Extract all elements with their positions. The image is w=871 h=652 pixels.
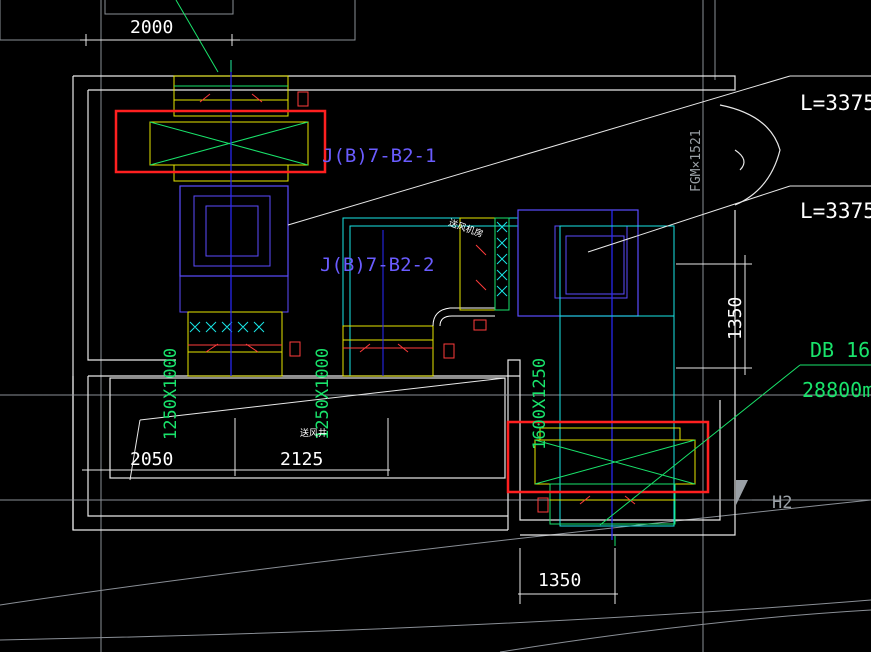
- callout-airflow: 28800m: [802, 378, 871, 402]
- centerlines: [0, 394, 871, 501]
- duct-size-b: 1250X1000: [313, 348, 333, 440]
- duct-size-a: 1250X1000: [161, 348, 181, 440]
- dim-1350-vertical: 1350: [725, 297, 746, 340]
- dim-2125: 2125: [280, 449, 323, 470]
- unit-2-label: J(B)7-B2-2: [320, 254, 434, 276]
- note-lower: 送风井: [300, 427, 327, 439]
- dimension-lines: [80, 34, 752, 604]
- unit-2-assembly[interactable]: [342, 209, 696, 540]
- leader-lines: [129, 0, 871, 526]
- grid-marker-icon: [736, 480, 748, 505]
- unit-1-assembly[interactable]: [149, 60, 309, 377]
- duct-size-c: 1600X1250: [530, 358, 550, 450]
- note-upper: 送风机房: [447, 217, 485, 241]
- highlight-box-filter-2[interactable]: [506, 420, 710, 494]
- callout-l2: L=3375: [800, 199, 871, 223]
- callout-db: DB 160: [810, 338, 871, 362]
- dim-top-2000: 2000: [130, 17, 173, 38]
- room-walls: [72, 75, 781, 536]
- callout-l1: L=3375: [800, 91, 871, 115]
- grid-label-h2: H2: [772, 493, 792, 513]
- highlight-box-filter-1[interactable]: [114, 109, 327, 174]
- dim-2050: 2050: [130, 449, 173, 470]
- dim-1350-bottom: 1350: [538, 570, 581, 591]
- door-label: FGM×1521: [689, 129, 704, 192]
- unit-1-label: J(B)7-B2-1: [322, 145, 436, 167]
